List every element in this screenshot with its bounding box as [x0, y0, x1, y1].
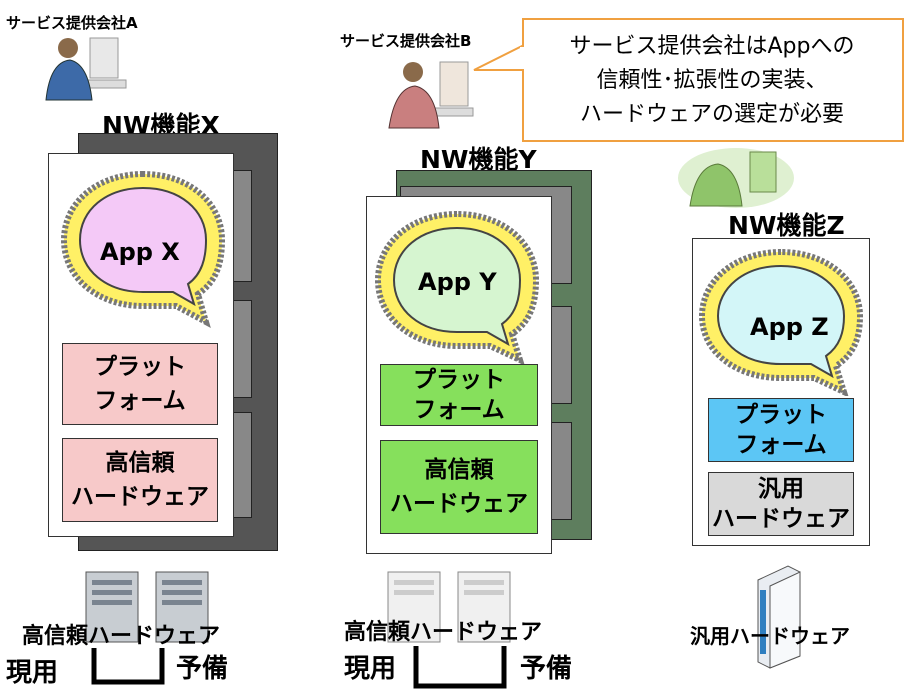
redundancy-link [91, 648, 165, 685]
active-x-label: 現用 [6, 658, 59, 688]
platform-z-box: プラット フォーム [708, 398, 854, 462]
standby-y-label: 予備 [520, 654, 573, 684]
app-y-label: App Y [418, 268, 497, 296]
standby-x-label: 予備 [176, 654, 229, 684]
speech-callout [522, 18, 904, 142]
hardware-x-box: 高信頼 ハードウェア [62, 438, 218, 522]
person-at-computer-icon [678, 148, 794, 208]
app-x-label: App X [100, 238, 180, 266]
hw-x-label: 高信頼ハードウェア [22, 624, 221, 649]
generic-hardware-icon [757, 565, 801, 669]
callout-line-1: サービス提供会社はAppへの [569, 34, 855, 59]
callout-text: サービス提供会社はAppへの 信頼性･拡張性の実装、 ハードウェアの選定が必要 [522, 30, 902, 132]
nw-function-z-title: NW機能Z [728, 211, 845, 240]
callout-line-3: ハードウェアの選定が必要 [579, 102, 844, 127]
hardware-z-box: 汎用 ハードウェア [708, 472, 854, 536]
app-z-label: App Z [750, 313, 829, 341]
callout-pointer [473, 44, 524, 71]
platform-x-box: プラット フォーム [62, 343, 218, 425]
person-at-computer-icon [388, 61, 474, 129]
hardware-y-box: 高信頼 ハードウェア [380, 440, 538, 534]
callout-line-2: 信頼性･拡張性の実装、 [596, 68, 828, 93]
server-pair-icon [387, 571, 511, 643]
redundancy-link [413, 646, 507, 689]
server-pair-icon [85, 571, 209, 643]
hw-z-label: 汎用ハードウェア [690, 624, 850, 648]
company-a-label: サービス提供会社A [6, 14, 138, 32]
active-y-label: 現用 [344, 654, 397, 684]
company-b-label: サービス提供会社B [340, 32, 472, 50]
person-at-computer-icon [45, 37, 127, 101]
app-z-bubble [698, 248, 864, 396]
app-y-bubble [374, 210, 540, 366]
app-x-bubble [60, 170, 226, 328]
nw-function-y-title: NW機能Y [420, 145, 537, 174]
platform-y-box: プラット フォーム [380, 364, 538, 426]
hw-y-label: 高信頼ハードウェア [344, 620, 543, 645]
